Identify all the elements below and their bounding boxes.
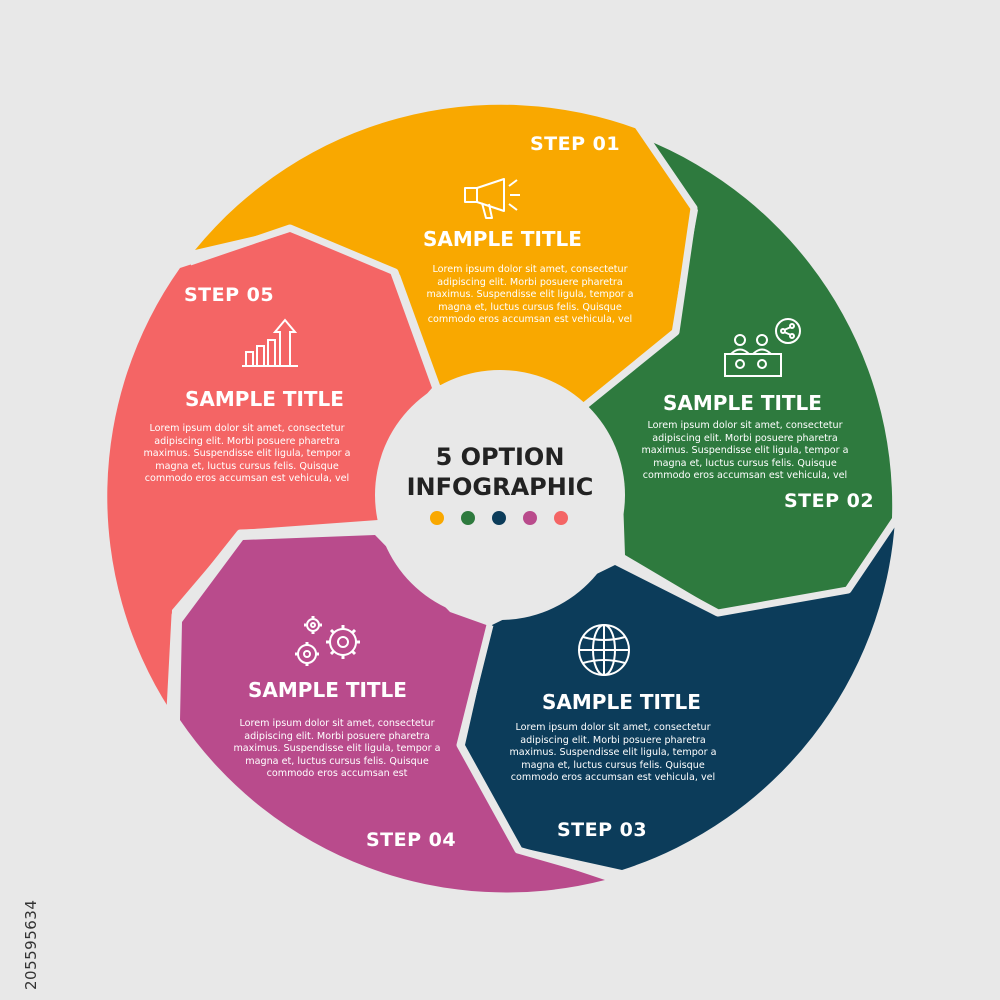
growth-chart-icon xyxy=(242,318,298,367)
segment-title-02: SAMPLE TITLE xyxy=(663,391,822,415)
segment-body-01: Lorem ipsum dolor sit amet, consectetur … xyxy=(426,264,634,326)
megaphone-icon xyxy=(464,178,520,219)
center-title-line1: 5 OPTION xyxy=(435,443,565,471)
meeting-share-icon xyxy=(724,318,801,377)
center-dot-03 xyxy=(492,511,506,525)
step-label-03: STEP 03 xyxy=(557,819,648,841)
gears-icon xyxy=(295,616,360,666)
globe-icon xyxy=(578,624,630,676)
segment-title-03: SAMPLE TITLE xyxy=(542,690,701,714)
segment-body-04: Lorem ipsum dolor sit amet, consectetur … xyxy=(233,718,441,780)
step-label-01: STEP 01 xyxy=(530,133,621,155)
segment-step-04 xyxy=(180,535,605,893)
segment-step-02 xyxy=(585,138,893,610)
segment-step-03 xyxy=(465,520,895,870)
center-dot-01 xyxy=(430,511,444,525)
segment-step-05 xyxy=(107,232,432,710)
segment-body-02: Lorem ipsum dolor sit amet, consectetur … xyxy=(641,420,849,482)
segment-title-05: SAMPLE TITLE xyxy=(185,387,344,411)
segment-title-01: SAMPLE TITLE xyxy=(423,227,582,251)
center-title: 5 OPTION INFOGRAPHIC xyxy=(380,442,620,502)
step-label-04: STEP 04 xyxy=(366,829,457,851)
step-label-05: STEP 05 xyxy=(184,284,275,306)
center-dot-05 xyxy=(554,511,568,525)
center-title-line2: INFOGRAPHIC xyxy=(406,473,594,501)
segment-body-03: Lorem ipsum dolor sit amet, consectetur … xyxy=(509,722,717,784)
segment-body-05: Lorem ipsum dolor sit amet, consectetur … xyxy=(143,423,351,485)
step-label-02: STEP 02 xyxy=(784,490,875,512)
segment-title-04: SAMPLE TITLE xyxy=(248,678,407,702)
segment-step-01 xyxy=(195,104,692,406)
stock-id: 205595634 xyxy=(22,899,40,990)
center-circle xyxy=(375,370,625,620)
center-dot-02 xyxy=(461,511,475,525)
center-dot-04 xyxy=(523,511,537,525)
